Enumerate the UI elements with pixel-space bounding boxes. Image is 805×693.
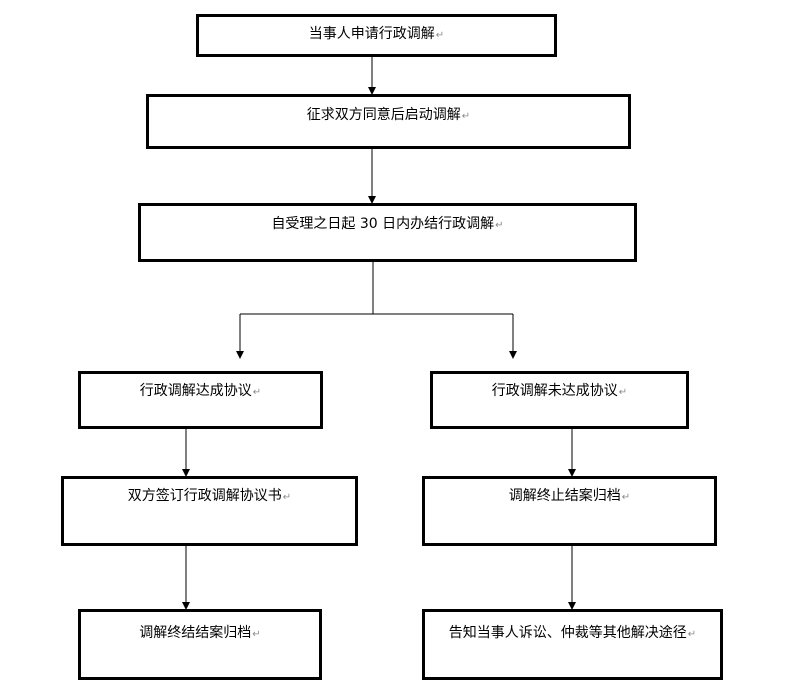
node-notify-label: 告知当事人诉讼、仲裁等其他解决途径 [448,625,687,641]
node-deadline-label: 自受理之日起 30 日内办结行政调解 [271,216,495,232]
paragraph-mark: ↵ [282,492,292,503]
node-consent: 征求双方同意后启动调解↵ [146,94,631,149]
node-sign-label: 双方签订行政调解协议书 [127,488,282,504]
node-apply-label: 当事人申请行政调解 [308,26,435,42]
paragraph-mark: ↵ [461,111,471,122]
node-not-agreed-label: 行政调解未达成协议 [491,383,618,399]
node-close-label: 调解终结结案归档 [139,625,252,641]
node-terminate: 调解终止结案归档↵ [422,476,717,546]
node-agreed: 行政调解达成协议↵ [78,371,323,429]
node-agreed-label: 行政调解达成协议 [139,383,252,399]
paragraph-mark: ↵ [252,629,261,640]
node-close: 调解终结结案归档↵ [78,609,322,680]
paragraph-mark: ↵ [687,629,697,640]
paragraph-mark: ↵ [621,492,631,503]
paragraph-mark: ↵ [495,220,504,231]
paragraph-mark: ↵ [435,30,445,41]
node-sign: 双方签订行政调解协议书↵ [61,476,358,546]
node-deadline: 自受理之日起 30 日内办结行政调解↵ [138,203,637,262]
node-not-agreed: 行政调解未达成协议↵ [430,371,689,429]
paragraph-mark: ↵ [252,387,262,398]
node-consent-label: 征求双方同意后启动调解 [306,107,461,123]
node-apply: 当事人申请行政调解↵ [196,14,557,57]
node-notify: 告知当事人诉讼、仲裁等其他解决途径↵ [422,609,723,680]
paragraph-mark: ↵ [618,387,628,398]
node-terminate-label: 调解终止结案归档 [508,488,621,504]
